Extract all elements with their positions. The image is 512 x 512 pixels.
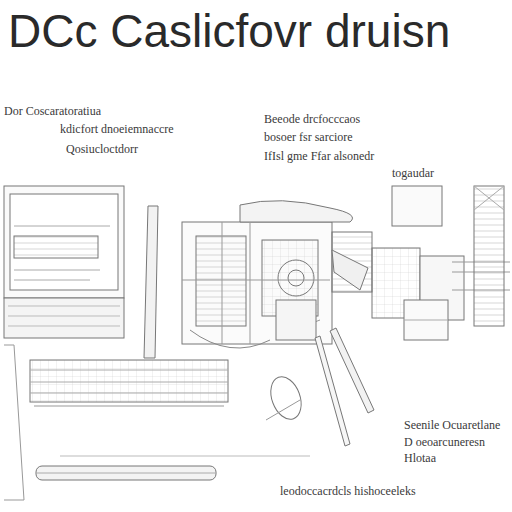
- drawing-tools: [36, 328, 374, 480]
- keyboard: [30, 360, 228, 406]
- annotation-text: Dor Coscaratoratiua: [4, 104, 101, 119]
- component-parts: [332, 186, 510, 340]
- annotation-text: Qosiucloctdorr: [66, 142, 138, 157]
- annotation-text: D oeoarcuneresn: [404, 435, 485, 450]
- annotation-text: IfIsl gme Ffar alsonedr: [264, 149, 374, 164]
- monitor: [4, 186, 124, 500]
- annotation-text: Hlotaa: [404, 451, 436, 466]
- machine-assembly: [182, 201, 353, 348]
- annotation-text: kdicfort dnoeiemnaccre: [60, 122, 174, 137]
- annotation-text: Beeode drcfocccaos: [264, 112, 360, 127]
- annotation-text: togaudar: [392, 166, 434, 181]
- diagram-title: DCc Caslicfovr druisn: [8, 8, 450, 54]
- annotation-text: leodoccacrdcls hishoceeleks: [280, 484, 416, 499]
- stand-pole: [144, 206, 158, 358]
- annotation-text: Seenile Ocuaretlane: [404, 418, 500, 433]
- annotation-text: bosoer fsr sarciore: [264, 130, 353, 145]
